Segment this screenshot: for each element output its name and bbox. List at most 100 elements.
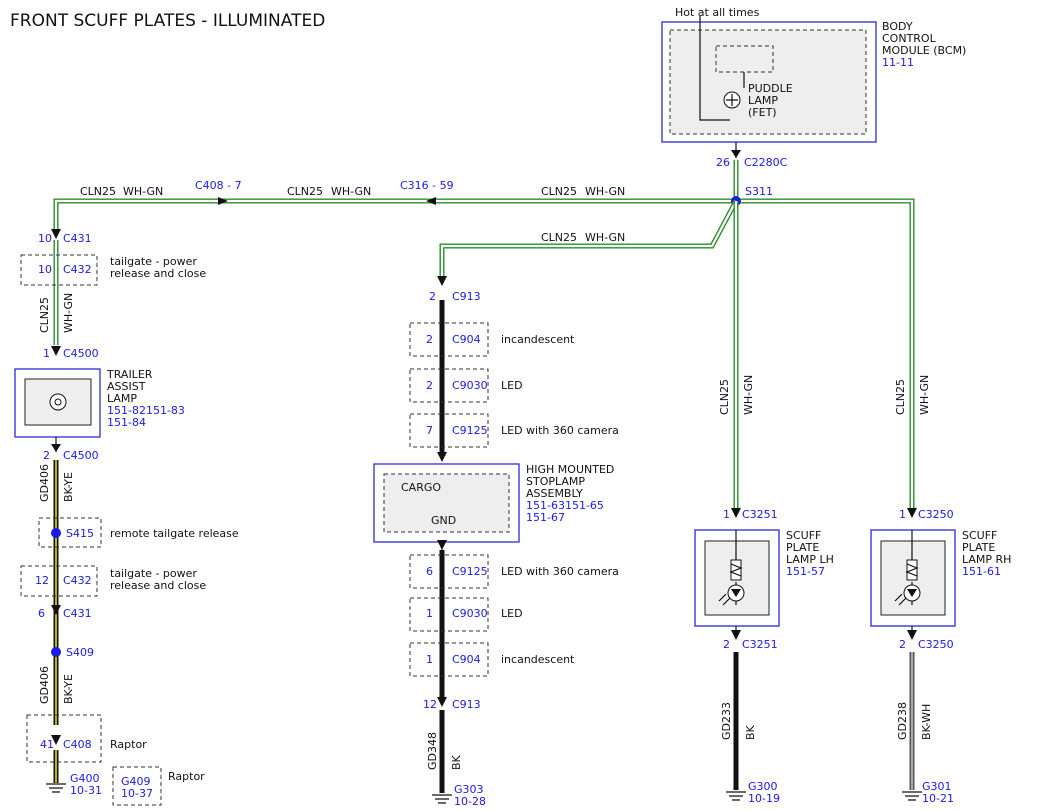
trailer-lamp-name-3: LAMP [107, 392, 137, 405]
c913-bottom-pin: 12 [423, 698, 437, 711]
bcm-hot-label: Hot at all times [675, 6, 760, 19]
c4500-bottom-arrow [51, 444, 61, 452]
trailer-lamp-outline [14, 368, 101, 438]
c904-top-box [409, 322, 489, 357]
c9125-top-note: LED with 360 camera [501, 424, 619, 437]
c9125-bottom-pin: 6 [426, 565, 433, 578]
c9125-bottom-connector: C9125 [452, 565, 488, 578]
c904-bottom-pin: 1 [426, 653, 433, 666]
scuff-lh-led-rays [718, 593, 731, 606]
top-wire-color-3: WH-GN [585, 185, 625, 198]
c913-top-connector: C913 [452, 290, 481, 303]
c913-bottom-connector: C913 [452, 698, 481, 711]
bcm-fet-box [715, 45, 774, 73]
c904-top-note: incandescent [501, 333, 575, 346]
c408-arrow [218, 197, 228, 205]
c9125-bottom-box [409, 554, 489, 589]
c432-bottom-note-2: release and close [110, 579, 206, 592]
s409-label: S409 [66, 646, 94, 659]
left-wire2-color: BK-YE [62, 472, 75, 502]
c408-connector: C408 [63, 738, 92, 751]
scuff-rh-top-circuit: CLN25 [894, 379, 907, 415]
middle-wire-circuit: GD348 [426, 732, 439, 770]
bcm-connector: C2280C [744, 156, 788, 169]
stoplamp-ref-2: 151-67 [526, 511, 565, 524]
scuff-lh-out-arrow [731, 630, 741, 640]
scuff-lh-top-connector: C3251 [742, 508, 778, 521]
scuff-lh-resistor-zigzag [729, 563, 743, 577]
g300-ref: 10-19 [748, 792, 780, 805]
stoplamp-inner [383, 473, 510, 533]
g303-ground-icon [432, 794, 452, 804]
scuff-lh-ref: 151-57 [786, 565, 825, 578]
bcm-output-wire: 26 C2280C [716, 142, 788, 201]
middle-column: 2 C913 2 C904 incandescent 2 C9030 LED 7… [373, 290, 619, 808]
puddle-name-3: (FET) [748, 106, 777, 119]
top-wire-circuit-3: CLN25 [541, 185, 577, 198]
stoplamp-gnd: GND [431, 514, 456, 527]
c9030-top-connector: C9030 [452, 379, 488, 392]
c432-bottom-note-1: tailgate - power [110, 567, 197, 580]
left-wire2-circuit: GD406 [38, 464, 51, 502]
bcm-ref: 11-11 [882, 56, 914, 69]
bcm-name-1: BODY [882, 20, 913, 33]
c9125-top-connector: C9125 [452, 424, 488, 437]
bcm-hot-wire [699, 16, 730, 121]
c408-label: C408 - 7 [195, 179, 242, 192]
c408-arrow-down [51, 735, 61, 745]
bcm-output-arrow [731, 150, 741, 158]
c432-top-connector: C432 [63, 263, 92, 276]
stoplamp-outline [373, 463, 520, 543]
puddle-name-2: LAMP [748, 94, 778, 107]
c913-top-arrow [437, 276, 447, 286]
g409-note: Raptor [168, 770, 205, 783]
scuff-lh-name-3: LAMP LH [786, 553, 834, 566]
c432-bottom-box [20, 565, 98, 597]
c316-label: C316 - 59 [400, 179, 454, 192]
scuff-lh-in-arrow [731, 508, 741, 518]
stoplamp-in-arrow [437, 452, 447, 462]
c316-arrow [426, 197, 436, 205]
s409-splice [51, 647, 61, 657]
scuff-lh-top-circuit: CLN25 [718, 379, 731, 415]
left-wire3-color: BK-YE [62, 674, 75, 704]
diagram-title: FRONT SCUFF PLATES - ILLUMINATED [10, 11, 325, 31]
c408-box [26, 714, 102, 763]
c432-top-pin: 10 [38, 263, 52, 276]
trailer-lamp-name-1: TRAILER [106, 368, 153, 381]
scuff-rh-in-arrow [907, 508, 917, 518]
g409-name: G409 [121, 775, 151, 788]
left-vertical-circuit: CLN25 [38, 297, 51, 333]
c408-pin: 41 [40, 738, 54, 751]
scuff-lh-bottom-color: BK [744, 724, 757, 740]
c4500-bottom-pin: 2 [43, 449, 50, 462]
c431-top-arrow [51, 229, 61, 239]
g301-ground-icon [902, 791, 922, 801]
top-wire-color-2: WH-GN [331, 185, 371, 198]
s415-box [38, 517, 102, 548]
scuff-rh-led-rays [894, 593, 907, 606]
c9030-bottom-note: LED [501, 607, 523, 620]
middle-wire-color: BK [450, 754, 463, 770]
c9030-bottom-connector: C9030 [452, 607, 488, 620]
scuff-rh: CLN25 WH-GN 1 C3250 SCUFF PLATE LAMP RH … [870, 375, 1011, 805]
trailer-lamp-name-2: ASSIST [107, 380, 146, 393]
c431-bottom-pin: 6 [38, 607, 45, 620]
left-vertical-color: WH-GN [62, 293, 75, 333]
scuff-lh-name-1: SCUFF [786, 529, 821, 542]
g303-ref: 10-28 [454, 795, 486, 808]
puddle-lamp-cross [726, 94, 738, 106]
scuff-rh-name-1: SCUFF [962, 529, 997, 542]
bcm-outline [661, 21, 877, 143]
c913-top-pin: 2 [429, 290, 436, 303]
g400-ground-icon [46, 783, 66, 793]
scuff-rh-bottom-pin: 2 [899, 638, 906, 651]
scuff-rh-top-connector: C3250 [918, 508, 954, 521]
scuff-lh-outline [694, 529, 780, 627]
scuff-rh-bottom-connector: C3250 [918, 638, 954, 651]
c9125-top-pin: 7 [426, 424, 433, 437]
scuff-rh-bottom-circuit: GD238 [896, 702, 909, 740]
scuff-rh-outline [870, 529, 956, 627]
c913-bottom-arrow [437, 697, 447, 707]
